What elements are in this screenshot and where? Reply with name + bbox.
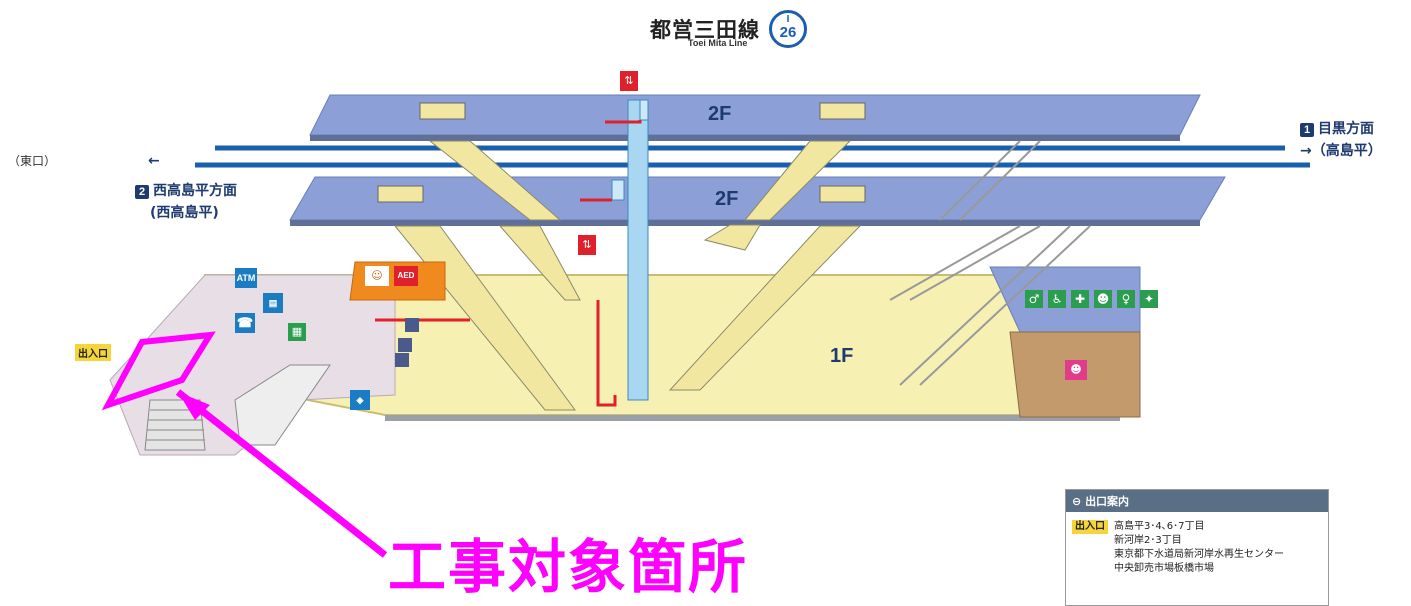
ticket-machine-icon: ▦: [288, 323, 306, 341]
elevator-icon: ⇅: [578, 235, 596, 255]
exit-stairs: [144, 364, 331, 451]
info-icon: ◈: [350, 390, 370, 410]
floor-label-upper: 2F: [708, 103, 732, 125]
direction-number-2: 2: [135, 185, 149, 199]
line-name-title: 都営三田線: [650, 18, 760, 42]
exit-label: 出入口: [75, 344, 111, 361]
exit-destination: 東京都下水道局新河岸水再生センター: [1114, 549, 1284, 560]
coin-locker-icon: ▤: [263, 293, 283, 313]
exit-destination: 中央卸売市場板橋市場: [1114, 563, 1214, 574]
station-number-badge: I 26: [769, 10, 807, 48]
diaper-icon: ✦: [1140, 290, 1158, 308]
escalators: [889, 140, 1091, 386]
exit-guide-panel: ⊖ 出口案内 出入口 高島平3･4､6･7丁目 新河岸2･3丁目 東京都下水道局…: [1065, 489, 1329, 606]
exit-guide-tag: 出入口: [1072, 520, 1108, 534]
accessible-route: [375, 120, 642, 407]
multipurpose-toilet-icon: ♀: [1117, 290, 1135, 308]
direction-number-1: 1: [1300, 123, 1314, 137]
concourse-edge: [385, 415, 1120, 421]
lower-platform-edge: [290, 220, 1200, 226]
exit-guide-icon: ⊖: [1072, 495, 1082, 508]
direction-left-arrow: ←: [148, 153, 160, 169]
aed-icon: AED: [394, 266, 418, 286]
ticket-gates: [395, 318, 419, 367]
construction-area-outline: [101, 331, 216, 411]
floor-label-concourse: 1F: [830, 345, 854, 367]
elevator-shaft: [627, 99, 649, 401]
direction-meguro: 1 目黒方面: [1300, 118, 1374, 138]
upper-platform-edge: [310, 135, 1180, 141]
direction-meguro-sub: →（高島平）: [1300, 143, 1382, 159]
exit-guide-title: 出口案内: [1085, 495, 1130, 508]
wheelchair-icon: ♿: [1048, 290, 1066, 308]
east-exit-note: （東口）: [8, 154, 57, 168]
toilet-icon: ♂: [1025, 290, 1043, 308]
baby-room-icon: ☻: [1065, 360, 1087, 380]
exit-guide-header: ⊖ 出口案内: [1066, 490, 1328, 512]
phone-icon: ☎: [235, 313, 255, 333]
line-name-english: Toei Mita Line: [688, 38, 748, 48]
callout-arrow-head: [178, 392, 210, 420]
direction-nishi-sub: (西高島平): [150, 205, 219, 221]
station-number: 26: [779, 24, 797, 41]
elevator-icon: ⇅: [620, 71, 638, 91]
line-letter: I: [786, 14, 790, 25]
atm-icon: ATM: [235, 268, 257, 288]
exit-destination: 新河岸2･3丁目: [1114, 535, 1182, 546]
callout-arrow-line: [175, 389, 388, 558]
direction-meguro-label: 目黒方面: [1318, 121, 1374, 137]
construction-callout: 工事対象箇所: [388, 533, 749, 601]
direction-nishi-label: 西高島平方面: [153, 183, 237, 199]
exit-destination: 高島平3･4､6･7丁目: [1114, 521, 1205, 532]
staff-icon: ☺: [365, 266, 389, 286]
direction-nishitakashimadaira: 2 西高島平方面: [135, 180, 237, 200]
floor-label-lower: 2F: [715, 188, 739, 210]
baby-icon: ☻: [1094, 290, 1112, 308]
platform-stair-marks: [377, 102, 866, 203]
ostomate-icon: ✚: [1071, 290, 1089, 308]
